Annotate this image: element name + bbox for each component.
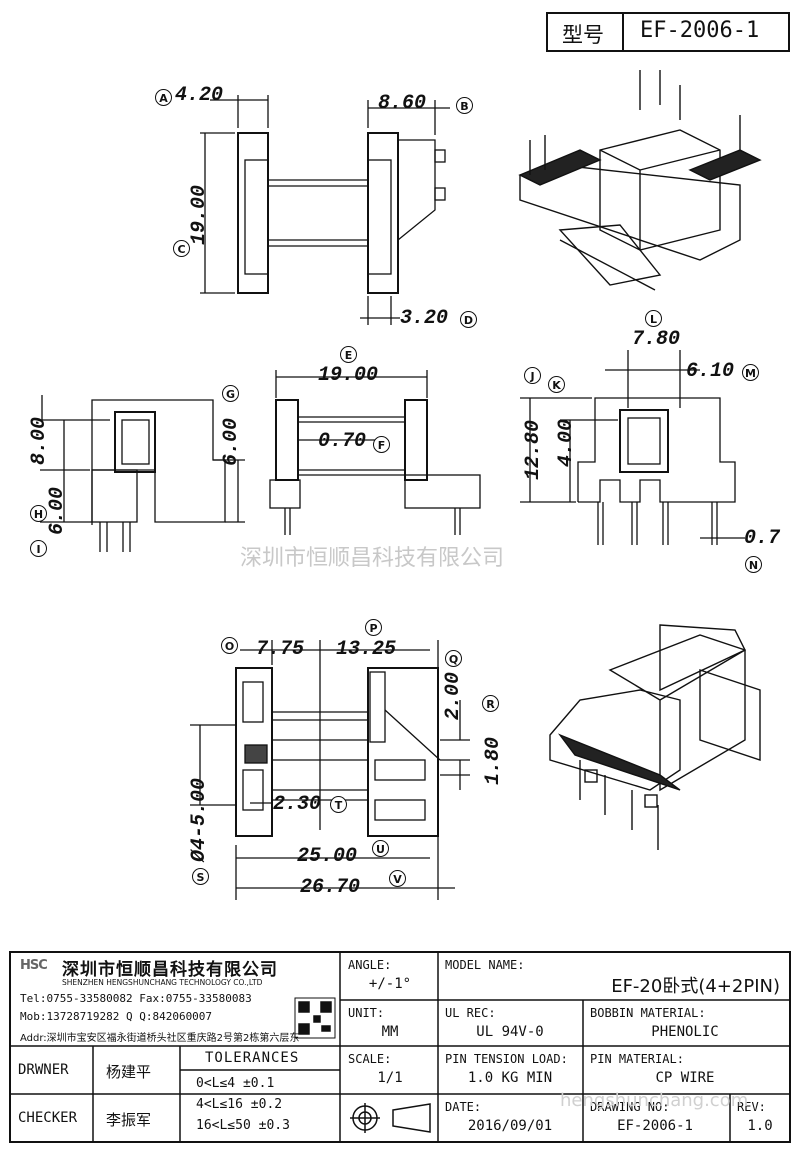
label-K: K — [548, 376, 565, 393]
view-side-left — [40, 395, 245, 552]
tol-row-3: 16<L≤50 ±0.3 — [196, 1118, 290, 1133]
tol-row-2: 4<L≤16 ±0.2 — [196, 1097, 283, 1112]
label-G: G — [222, 385, 239, 402]
label-Q: Q — [445, 650, 462, 667]
label-V: V — [389, 870, 406, 887]
label-J: J — [524, 367, 541, 384]
company-address: Addr:深圳市宝安区福永街道桥头社区重庆路2号第2栋第六层东 — [20, 1033, 300, 1044]
watermark-url: hengshunchang.com — [560, 1090, 749, 1111]
dim-N-value: 0.7 — [744, 527, 781, 550]
dim-S-value: Ø4-5.00 — [188, 777, 211, 862]
dim-L-value: 7.80 — [632, 328, 681, 351]
model-label: MODEL NAME: — [445, 958, 525, 972]
label-U: U — [372, 840, 389, 857]
view-middle — [269, 370, 481, 535]
drawno-label: DRAWING NO: — [590, 1100, 670, 1114]
checker-value: 李振军 — [106, 1111, 152, 1129]
label-B: B — [456, 97, 473, 114]
label-N: N — [745, 556, 762, 573]
dim-P-value: 13.25 — [336, 638, 397, 661]
pinmat-label: PIN MATERIAL: — [590, 1052, 684, 1066]
header-type-label: 型号 — [562, 23, 604, 47]
scale-value: 1/1 — [377, 1070, 403, 1086]
drwner-value: 杨建平 — [106, 1063, 152, 1081]
label-A: A — [155, 89, 172, 106]
view-front-top — [200, 95, 450, 325]
view-iso-top — [518, 70, 762, 291]
dim-H-value: 8.00 — [28, 416, 51, 465]
unit-label: UNIT: — [348, 1006, 385, 1020]
company-logo: HSC — [20, 958, 60, 988]
titleblock-grid — [9, 951, 791, 1143]
label-D: D — [460, 311, 477, 328]
label-S: S — [192, 868, 209, 885]
view-side-right — [520, 350, 745, 545]
label-O: O — [221, 637, 238, 654]
rev-label: REV: — [737, 1100, 766, 1114]
label-L: L — [645, 310, 662, 327]
label-M: M — [742, 364, 759, 381]
company-name-en: SHENZHEN HENGSHUNCHANG TECHNOLOGY CO.,LT… — [62, 978, 263, 987]
dim-D-value: 3.20 — [400, 307, 449, 330]
tension-value: 1.0 KG MIN — [467, 1070, 553, 1086]
dim-V-value: 26.70 — [300, 876, 361, 899]
dim-A-value: 4.20 — [175, 84, 224, 107]
ulrec-label: UL REC: — [445, 1006, 496, 1020]
ulrec-value: UL 94V-0 — [476, 1024, 544, 1040]
dim-Q-value: 2.00 — [442, 671, 465, 720]
pinmat-value: CP WIRE — [655, 1070, 715, 1086]
unit-value: MM — [381, 1024, 399, 1040]
rev-value: 1.0 — [747, 1118, 773, 1134]
drwner-label: DRWNER — [18, 1062, 69, 1078]
dim-B-value: 8.60 — [378, 92, 427, 115]
label-I: I — [30, 540, 47, 557]
label-H: H — [30, 505, 47, 522]
checker-label: CHECKER — [18, 1110, 78, 1126]
label-R: R — [482, 695, 499, 712]
label-P: P — [365, 619, 382, 636]
company-tel-fax: Tel:0755-33580082 Fax:0755-33580083 — [20, 992, 252, 1005]
drawno-value: EF-2006-1 — [617, 1118, 693, 1134]
angle-value: +/-1° — [368, 976, 412, 992]
dim-J-value: 12.80 — [522, 419, 545, 480]
watermark-company: 深圳市恒顺昌科技有限公司 — [240, 546, 505, 571]
dim-I-value: 6.00 — [46, 486, 69, 535]
company-mob-qq: Mob:13728719282 Q Q:842060007 — [20, 1010, 213, 1023]
scale-label: SCALE: — [348, 1052, 392, 1066]
dim-O-value: 7.75 — [256, 638, 305, 661]
view-bottom — [190, 640, 470, 900]
label-C: C — [173, 240, 190, 257]
dim-C-value: 19.00 — [188, 184, 211, 245]
dim-G-value: 6.00 — [220, 417, 243, 466]
date-value: 2016/09/01 — [467, 1118, 553, 1134]
bobbin-value: PHENOLIC — [651, 1024, 719, 1040]
label-F: F — [373, 436, 390, 453]
view-iso-bottom — [549, 624, 761, 850]
dim-E-value: 19.00 — [318, 364, 379, 387]
company-name-cn: 深圳市恒顺昌科技有限公司 — [62, 960, 278, 980]
date-label: DATE: — [445, 1100, 482, 1114]
label-T: T — [330, 796, 347, 813]
header-part-no: EF-2006-1 — [640, 18, 760, 43]
logo-mark: HSC — [20, 958, 48, 973]
tension-label: PIN TENSION LOAD: — [445, 1052, 568, 1066]
tol-row-1: 0<L≤4 ±0.1 — [196, 1076, 275, 1091]
model-value: EF-20卧式(4+2PIN) — [611, 976, 780, 997]
angle-label: ANGLE: — [348, 958, 392, 972]
label-E: E — [340, 346, 357, 363]
header-partno-cell — [622, 12, 790, 52]
dim-T-value: 2.30 — [273, 793, 322, 816]
dim-F-value: 0.70 — [318, 430, 367, 453]
tolerances-label: TOLERANCES — [205, 1050, 300, 1066]
bobbin-label: BOBBIN MATERIAL: — [590, 1006, 706, 1020]
dim-U-value: 25.00 — [297, 845, 358, 868]
dim-R-value: 1.80 — [482, 736, 505, 785]
dim-K-value: 4.00 — [555, 418, 578, 467]
dim-M-value: 6.10 — [686, 360, 735, 383]
